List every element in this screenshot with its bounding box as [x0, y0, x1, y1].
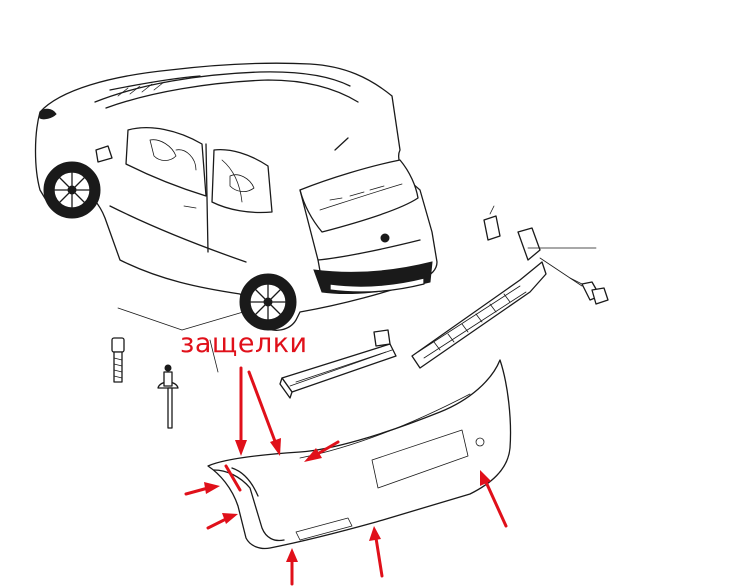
arrow-clip-9	[484, 480, 508, 528]
push-clip-part	[157, 364, 179, 429]
bumper-reinforcement-bar	[411, 205, 597, 369]
rear-wheel	[239, 273, 297, 331]
front-wheel	[43, 161, 101, 219]
rear-bumper-cover	[207, 359, 512, 550]
clips-label: защелки	[180, 328, 308, 359]
arrow-clip-2	[247, 370, 278, 446]
clip-arrows	[184, 366, 508, 586]
arrow-clip-5	[206, 517, 228, 530]
bumper-clip-part	[569, 277, 609, 305]
arrow-clip-6	[224, 464, 242, 492]
car-illustration	[34, 62, 438, 373]
arrow-clip-8	[374, 536, 384, 578]
bumper-bracket-center	[279, 329, 397, 399]
arrow-clip-4	[184, 486, 210, 496]
bolt-part	[111, 337, 125, 383]
